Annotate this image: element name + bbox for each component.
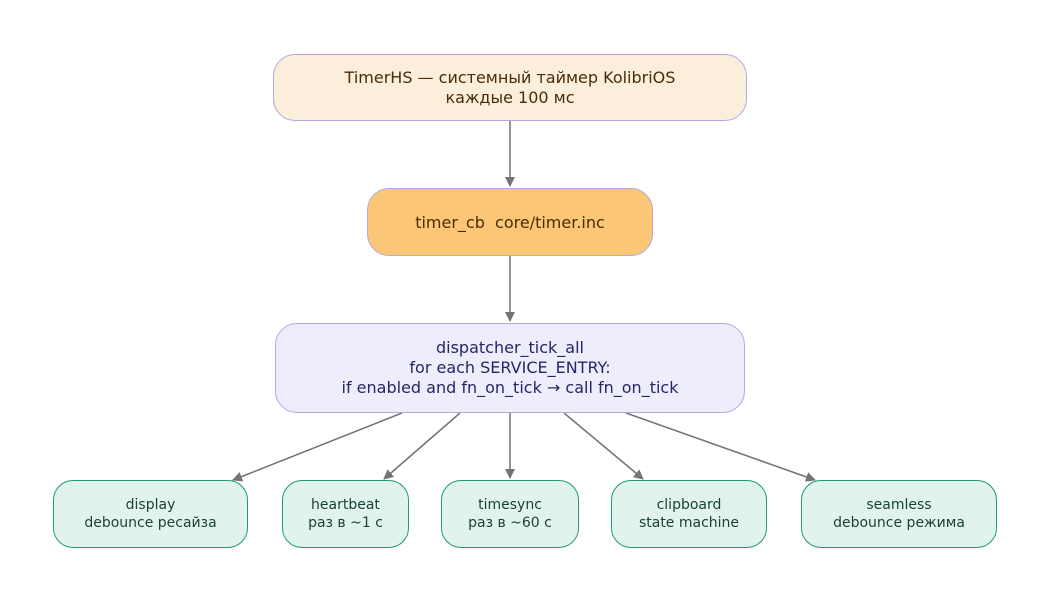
node-dispatcher-title: dispatcher_tick_all [435,338,584,357]
node-service-display: display debounce ресайза [53,480,248,548]
edge-dispatcher-to-display [232,412,403,482]
node-timer-cb-label: timer_cb core/timer.inc [415,212,605,232]
service-description: раз в ~60 с [468,515,552,531]
node-timerhs-title: TimerHS — системный таймер KolibriOS [344,67,676,87]
service-description: state machine [638,515,740,531]
service-name: heartbeat [311,497,380,513]
service-description: раз в ~1 с [308,515,383,531]
service-name: timesync [478,497,542,513]
service-name: display [125,497,176,513]
node-service-heartbeat: heartbeat раз в ~1 с [282,480,409,548]
node-dispatcher-condition: if enabled and fn_on_tick → call fn_on_t… [341,378,679,397]
service-description: debounce режима [833,515,965,531]
node-dispatcher-loop: for each SERVICE_ENTRY: [409,358,611,377]
service-name: seamless [866,497,932,513]
node-service-clipboard: clipboard state machine [611,480,767,548]
node-service-timesync: timesync раз в ~60 с [441,480,579,548]
node-service-seamless: seamless debounce режима [801,480,997,548]
service-name: clipboard [656,497,722,513]
edge-dispatcher-to-heartbeat [383,412,461,480]
edge-dispatcher-to-seamless [625,412,816,482]
service-description: debounce ресайза [84,515,217,531]
node-timerhs: TimerHS — системный таймер KolibriOS каж… [273,54,747,121]
node-timer-cb: timer_cb core/timer.inc [367,188,653,256]
edge-dispatcher-to-clipboard [563,412,644,480]
node-dispatcher: dispatcher_tick_all for each SERVICE_ENT… [275,323,745,413]
node-timerhs-subtitle: каждые 100 мс [445,87,575,107]
